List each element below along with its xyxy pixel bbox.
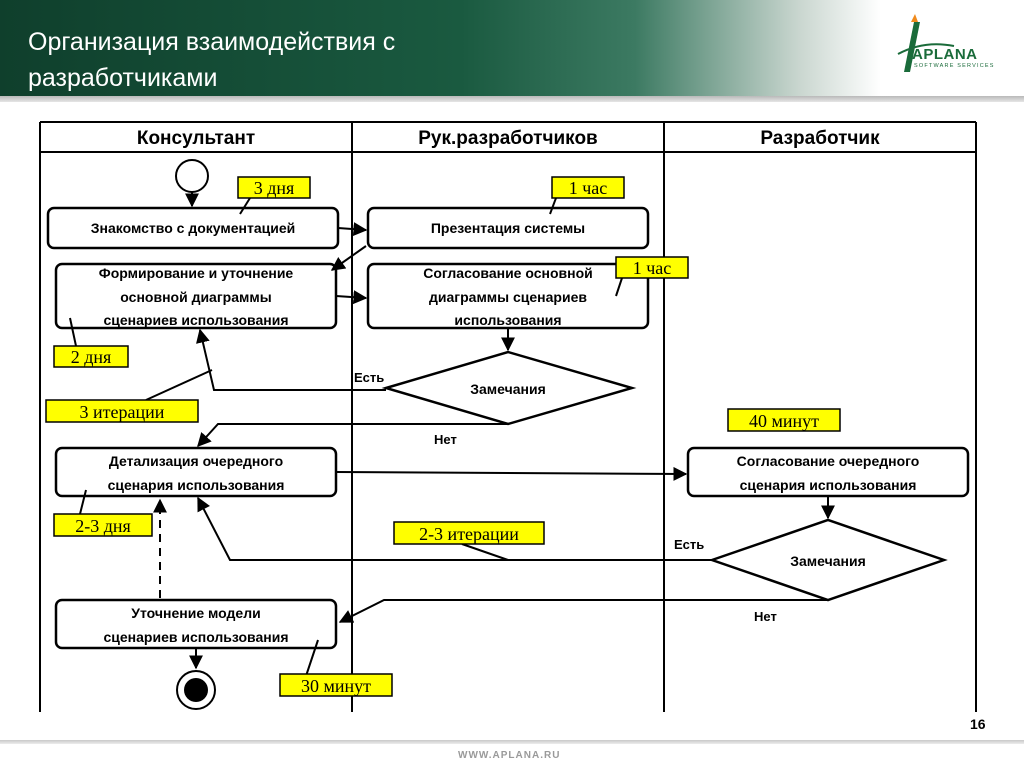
note-1-hour-a-text: 1 час [569, 178, 608, 198]
node-agree-scenario-line2: сценария использования [740, 477, 917, 493]
title-line-2: разработчиками [28, 64, 218, 92]
slide-title: Организация взаимодействия с разработчик… [28, 24, 588, 96]
node-system-presentation: Презентация системы [366, 206, 650, 250]
note-3-iterations-text: 3 итерации [80, 402, 165, 422]
website-footer: WWW.APLANA.RU [458, 750, 561, 761]
node-remarks-2: Замечания [708, 518, 948, 602]
node-form-diagram-line2: основной диаграммы [120, 289, 271, 305]
arrow-remarks2-yes-loop [197, 496, 712, 561]
flow-arrows [153, 192, 835, 670]
lane-title-dev-lead: Рук.разработчиков [418, 128, 597, 149]
footer-divider [0, 740, 1024, 744]
note-40-minutes-text: 40 минут [749, 411, 819, 431]
node-refine-model-line2: сценариев использования [103, 629, 288, 645]
label-no-2: Нет [754, 609, 777, 624]
note-3-days-text: 3 дня [254, 178, 295, 198]
logo-subtitle: SOFTWARE SERVICES [914, 63, 995, 69]
node-agree-diagram-line1: Согласование основной [423, 265, 593, 281]
note-2-3-days-text: 2-3 дня [75, 516, 131, 536]
note-3-iterations: 3 итерации [45, 399, 199, 423]
arrow-remarks2-no [338, 599, 828, 623]
label-no-1: Нет [434, 432, 457, 447]
end-node-core [184, 678, 208, 702]
logo-text: APLANA [912, 46, 978, 63]
node-remarks-1: Замечания [381, 350, 637, 426]
label-yes-1: Есть [354, 370, 384, 385]
label-yes-2: Есть [674, 537, 704, 552]
title-line-1: Организация взаимодействия с [28, 28, 396, 56]
aplana-logo-icon [897, 14, 955, 72]
node-remarks-1-text: Замечания [470, 381, 546, 397]
node-agree-diagram-line3: использования [454, 312, 561, 328]
node-system-presentation-text: Презентация системы [431, 220, 585, 236]
node-remarks-2-text: Замечания [790, 553, 866, 569]
node-refine-model: Уточнение модели сценариев использования [54, 598, 338, 650]
page-number: 16 [970, 716, 986, 732]
arrow-detail-to-agree-scenario [335, 466, 688, 481]
node-doc-review-text: Знакомство с документацией [91, 220, 295, 236]
node-agree-scenario: Согласование очередного сценария использ… [686, 446, 970, 498]
note-2-3-days: 2-3 дня [53, 513, 153, 537]
node-agree-scenario-line1: Согласование очередного [737, 453, 920, 469]
node-agree-diagram-line2: диаграммы сценариев [429, 289, 587, 305]
node-agree-diagram: Согласование основной диаграммы сценарие… [366, 262, 650, 330]
arrow-doc-to-presentation [337, 222, 368, 237]
note-2-days-text: 2 дня [71, 347, 112, 367]
node-detail-scenario: Детализация очередного сценария использо… [54, 446, 338, 498]
note-3-days: 3 дня [237, 176, 311, 199]
note-30-minutes: 30 минут [279, 673, 393, 697]
node-form-diagram-line3: сценариев использования [103, 312, 288, 328]
note-1-hour-a: 1 час [551, 176, 625, 199]
arrow-presentation-to-form [330, 245, 367, 271]
node-form-diagram: Формирование и уточнение основной диагра… [54, 262, 338, 330]
note-connectors [69, 197, 623, 677]
lane-title-developer: Разработчик [760, 128, 880, 149]
note-30-minutes-text: 30 минут [301, 676, 371, 696]
header-divider [0, 96, 1024, 102]
note-1-hour-b: 1 час [615, 256, 689, 279]
arrow-remarks1-no [197, 423, 508, 448]
arrow-remarks1-yes-loop [196, 328, 386, 391]
slide-header [0, 0, 1024, 96]
node-doc-review: Знакомство с документацией [46, 206, 340, 250]
start-node [175, 159, 209, 193]
note-40-minutes: 40 минут [727, 408, 841, 432]
node-form-diagram-line1: Формирование и уточнение [99, 265, 294, 281]
note-2-3-iterations: 2-3 итерации [393, 521, 545, 545]
node-detail-scenario-line2: сценария использования [108, 477, 285, 493]
node-refine-model-line1: Уточнение модели [131, 605, 260, 621]
node-detail-scenario-line1: Детализация очередного [109, 453, 283, 469]
arrow-form-to-agree [335, 290, 368, 305]
note-2-3-iterations-text: 2-3 итерации [419, 524, 519, 544]
note-1-hour-b-text: 1 час [633, 258, 672, 278]
note-2-days: 2 дня [53, 345, 129, 368]
lane-title-consultant: Консультант [137, 128, 255, 149]
